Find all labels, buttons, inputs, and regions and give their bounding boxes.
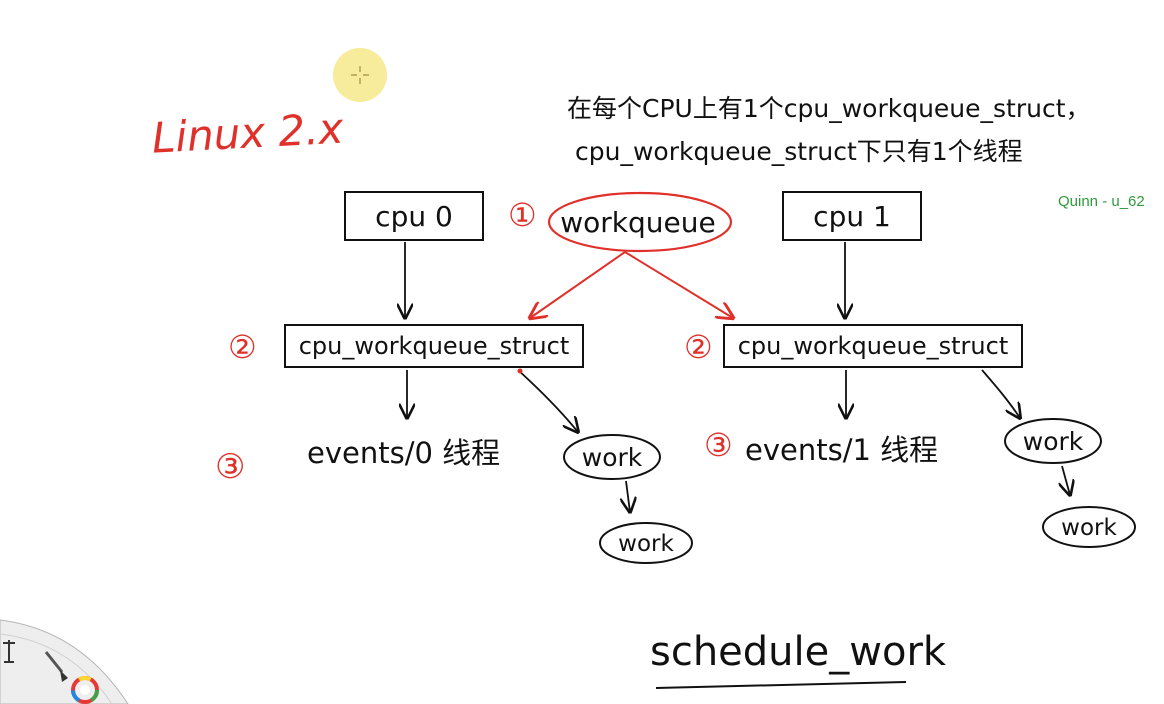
workqueue-ellipse xyxy=(547,191,733,253)
red-dot xyxy=(517,368,523,374)
marker-2-left: ② xyxy=(228,328,257,366)
arrow-cwq-left-to-work xyxy=(517,369,578,432)
marker-2-right: ② xyxy=(684,328,713,366)
tool-palette[interactable] xyxy=(0,619,129,704)
brush-tool-icon[interactable] xyxy=(44,651,68,682)
work-label-right-1: work xyxy=(1023,427,1084,456)
work-label-left-1: work xyxy=(582,443,643,472)
diagram-title: Linux 2.x xyxy=(151,104,346,163)
arrow-work-left-1-to-2 xyxy=(626,480,630,512)
cpu0-box xyxy=(344,191,484,241)
marker-1: ① xyxy=(508,196,537,234)
events0-label: events/0 线程 xyxy=(307,436,500,470)
work-label-right-2: work xyxy=(1061,515,1117,541)
footer-schedule-work: schedule_work xyxy=(650,629,947,675)
arrow-workqueue-to-cwq-left xyxy=(530,251,626,318)
note-line-1: 在每个CPU上有1个cpu_workqueue_struct， xyxy=(567,94,1091,123)
marker-3-left: ③ xyxy=(215,447,245,487)
cursor-highlight xyxy=(333,48,387,102)
cwq-left-box xyxy=(284,324,584,368)
watermark: Quinn - u_62 xyxy=(1058,193,1145,210)
work-ellipse-right-2 xyxy=(1042,506,1136,548)
events1-label: events/1 线程 xyxy=(745,433,938,467)
work-ellipse-right-1 xyxy=(1004,418,1102,464)
work-ellipse-left-2 xyxy=(599,522,693,564)
color-wheel-icon[interactable] xyxy=(71,676,99,704)
arrow-work-right-1-to-2 xyxy=(1062,465,1070,495)
work-label-left-2: work xyxy=(618,531,674,557)
cpu0-label: cpu 0 xyxy=(375,200,453,233)
note-line-2: cpu_workqueue_struct下只有1个线程 xyxy=(575,137,1023,166)
cpu1-label: cpu 1 xyxy=(813,200,891,233)
work-ellipse-left-1 xyxy=(563,434,661,480)
arrow-workqueue-to-cwq-right xyxy=(624,251,733,318)
footer-underline xyxy=(655,681,907,689)
cwq-right-label: cpu_workqueue_struct xyxy=(738,332,1009,360)
cwq-left-label: cpu_workqueue_struct xyxy=(299,332,570,360)
cpu1-box xyxy=(782,191,922,241)
workqueue-label: workqueue xyxy=(560,206,715,239)
cwq-right-box xyxy=(723,324,1023,368)
arrow-cwq-right-to-work xyxy=(981,369,1020,418)
marker-3-right: ③ xyxy=(704,426,733,464)
pen-tool-icon[interactable] xyxy=(3,640,15,663)
crosshair-icon xyxy=(351,66,369,84)
